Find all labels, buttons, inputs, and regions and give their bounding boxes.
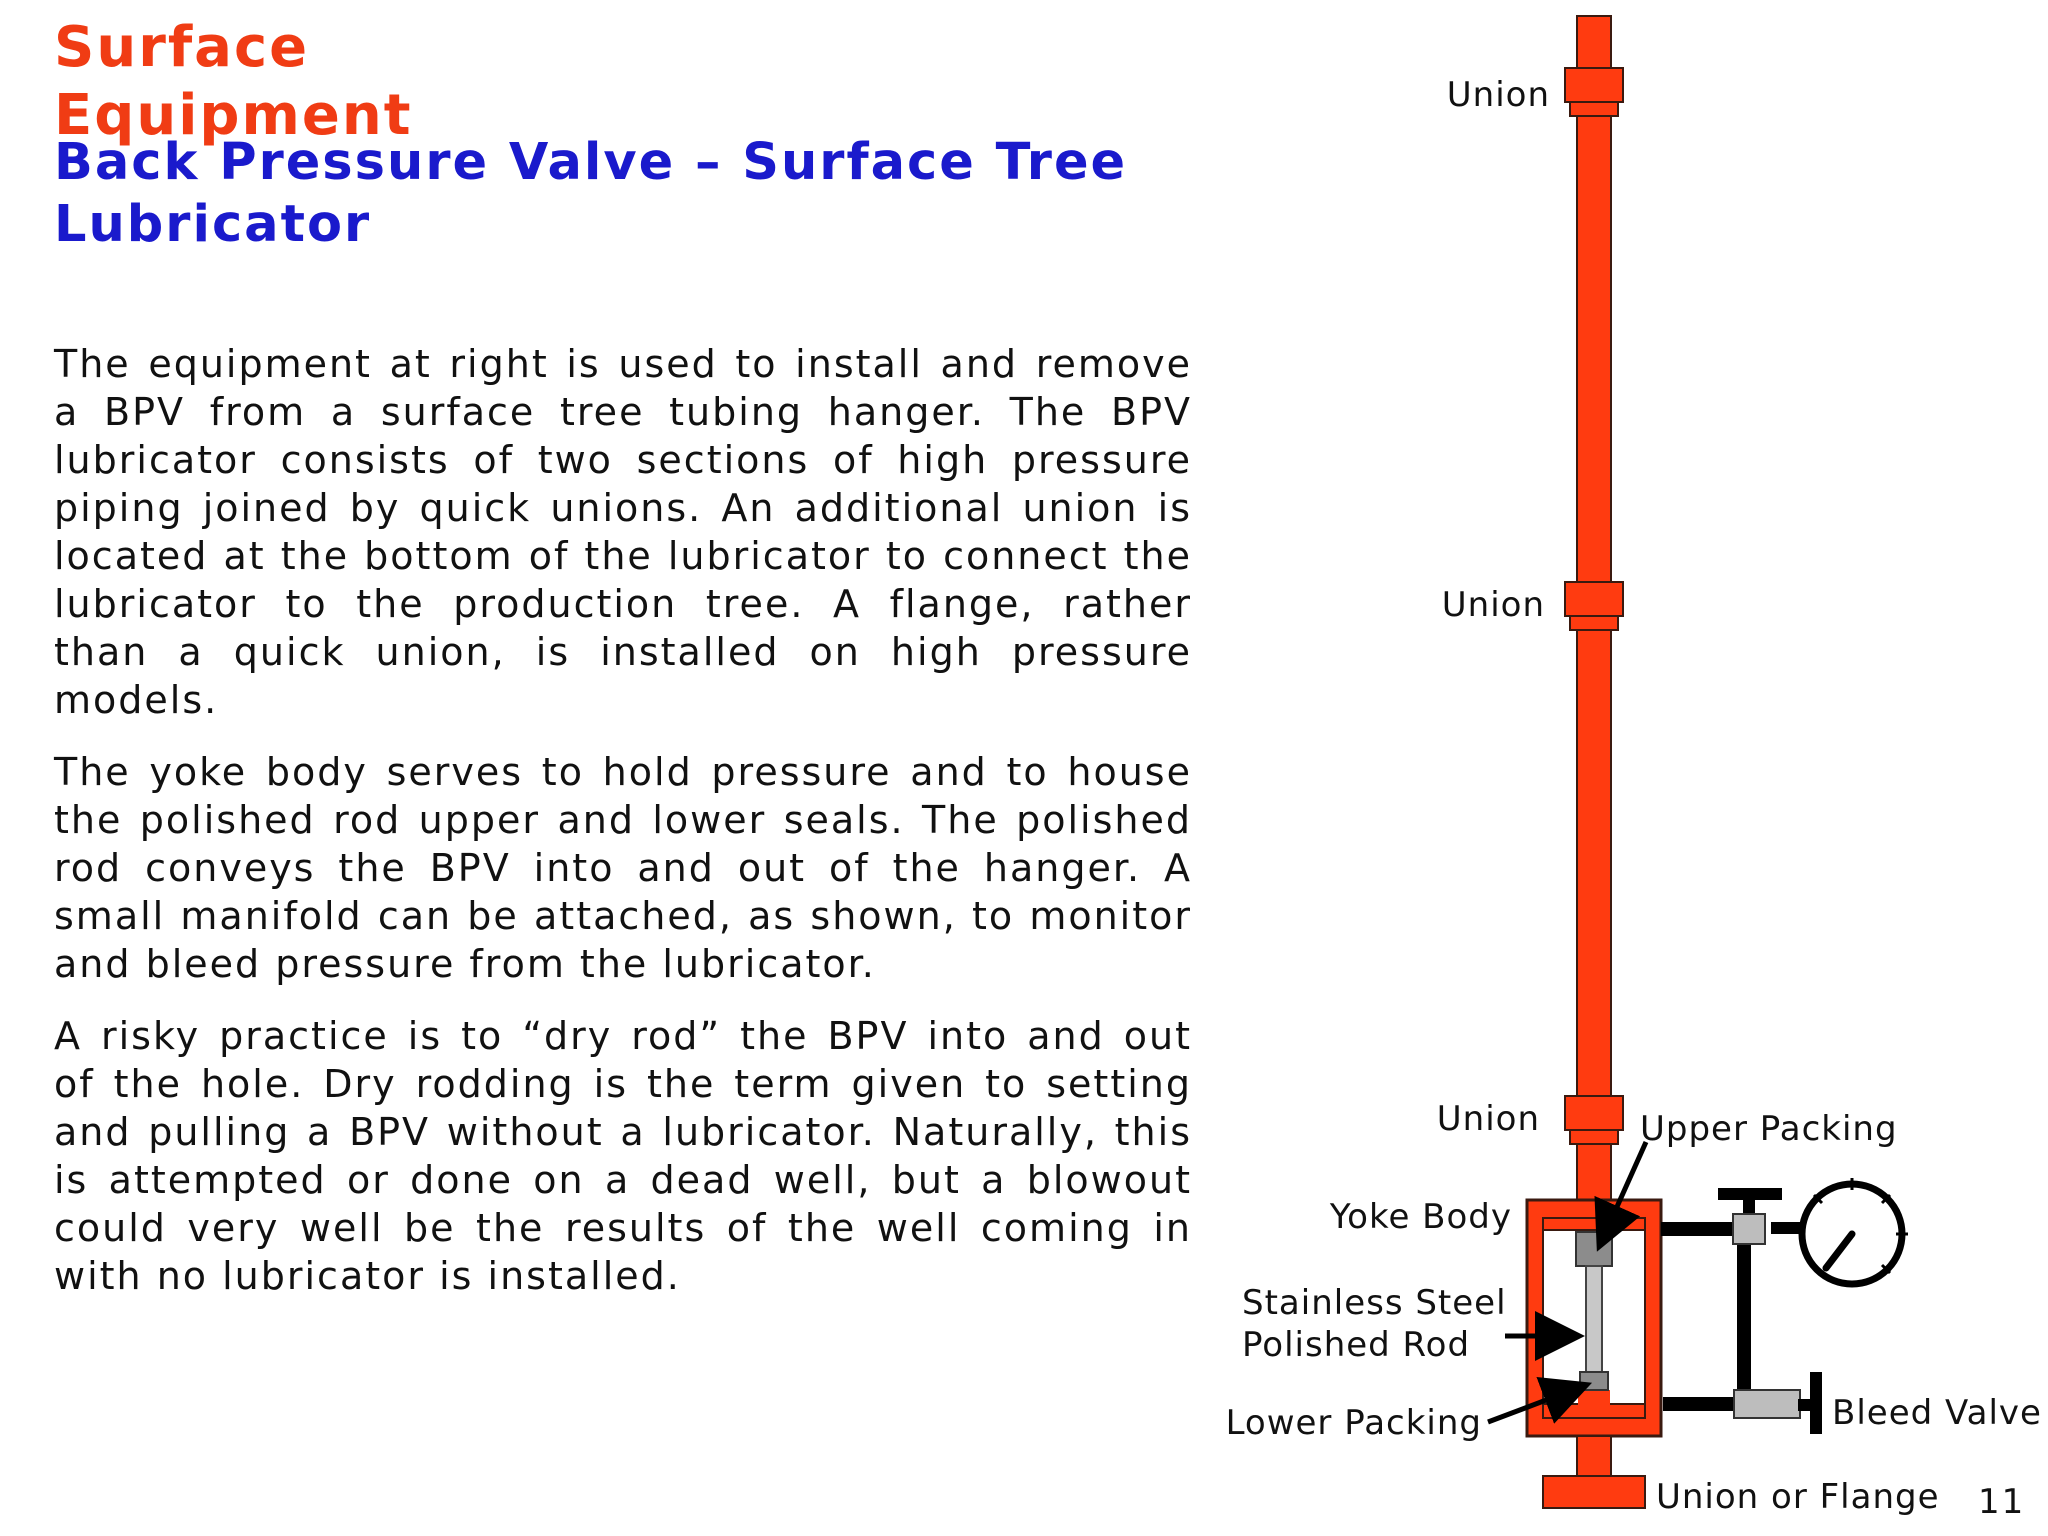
paragraph-2: The yoke body serves to hold pressure an… [54,750,1192,986]
subtitle-line-2: Lubricator [54,195,372,254]
slide-title: Surface Equipment [54,14,412,150]
paragraph-1: The equipment at right is used to instal… [54,342,1192,722]
title-line-1: Surface [54,15,310,80]
pressure-gauge-icon [1798,1178,1908,1288]
lower-packing [1579,1371,1609,1391]
label-union-or-flange: Union or Flange [1656,1477,1940,1517]
union-or-flange [1542,1475,1646,1509]
upper-packing [1575,1231,1613,1267]
label-polished-rod-line-2: Polished Rod [1242,1325,1470,1365]
label-union-top: Union [1447,75,1550,115]
paragraph-3: A risky practice is to “dry rod” the BPV… [54,1014,1192,1298]
title-line-2: Equipment [54,83,413,148]
label-union-bottom: Union [1437,1099,1540,1139]
union-top-fitting [1564,67,1624,117]
bottom-pipe [1576,1435,1612,1477]
page-number: 11 [1978,1482,2026,1522]
label-polished-rod-line-1: Stainless Steel [1242,1283,1507,1323]
body-text: The equipment at right is used to instal… [54,340,1192,1324]
subtitle-line-1: Back Pressure Valve – Surface Tree [54,133,1128,192]
label-bleed-valve: Bleed Valve [1832,1393,2042,1433]
union-middle-fitting [1564,581,1624,631]
label-upper-packing: Upper Packing [1640,1109,1898,1149]
upper-packing-arrow-icon [1594,1140,1649,1252]
label-yoke-body: Yoke Body [1329,1197,1512,1237]
lower-packing-arrow-icon [1487,1376,1593,1425]
label-lower-packing: Lower Packing [1226,1403,1482,1443]
union-bottom-fitting [1564,1095,1624,1145]
slide-subtitle: Back Pressure Valve – Surface Tree Lubri… [54,132,1127,256]
polished-rod [1585,1265,1603,1373]
bleed-manifold [1661,1188,1822,1434]
label-union-middle: Union [1442,585,1545,625]
